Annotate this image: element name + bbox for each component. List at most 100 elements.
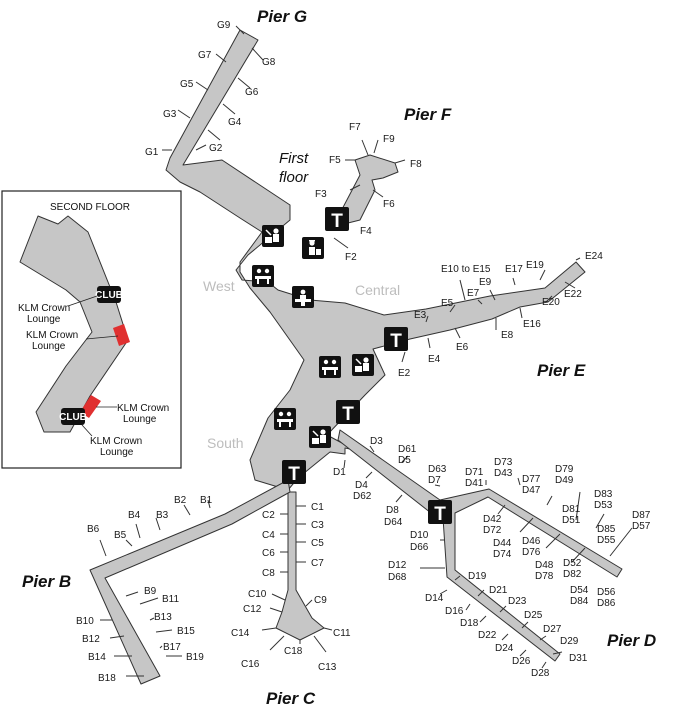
first-floor-label: First floor <box>279 150 309 186</box>
gate-labels-f: F7 F9 F5 F8 F3 F6 F4 F2 <box>315 122 422 263</box>
gate-label: D42 <box>483 514 502 525</box>
club-badge: CLUB <box>95 286 123 303</box>
gate-label: D84 <box>570 596 589 607</box>
gate-label: D61 <box>398 444 417 455</box>
gate-labels-g: G9 G8 G7 G6 G5 G4 G3 G2 G1 <box>145 20 276 158</box>
gate-label: C16 <box>241 659 260 670</box>
gate-label: E8 <box>501 330 514 341</box>
lounge-line: KLM Crown <box>117 403 169 414</box>
gate-label: C14 <box>231 628 250 639</box>
lounge-line: KLM Crown <box>90 436 142 447</box>
gate-label: B18 <box>98 673 116 684</box>
gate-label: C10 <box>248 589 267 600</box>
gate-label: E4 <box>428 354 441 365</box>
lounge-line: Lounge <box>123 414 157 425</box>
terminal-building <box>165 29 586 491</box>
gate-label: C2 <box>262 510 275 521</box>
customs-desk-icon <box>292 286 314 308</box>
gate-label: E16 <box>523 319 541 330</box>
gate-label: D12 <box>388 560 407 571</box>
gate-label: D26 <box>512 656 531 667</box>
gate-label: E10 to E15 <box>441 264 491 275</box>
gate-label: D83 <box>594 489 613 500</box>
gate-label: E9 <box>479 277 492 288</box>
passport-control-icon <box>352 354 374 376</box>
gate-label: D23 <box>508 596 527 607</box>
inset-title: SECOND FLOOR <box>50 202 130 213</box>
transfer-symbol-south: T <box>336 400 360 425</box>
gate-label: G8 <box>262 57 276 68</box>
gate-label: D21 <box>489 585 508 596</box>
lounge-line: KLM Crown <box>18 303 70 314</box>
gate-label: B12 <box>82 634 100 645</box>
gate-label: D44 <box>493 538 512 549</box>
gate-label: B11 <box>162 594 179 605</box>
gate-labels-c: C1 C2 C3 C4 C5 C6 C7 C8 C10 C9 C12 C14 C… <box>231 502 351 673</box>
gate-label: B1 <box>200 495 213 506</box>
zone-west-label: West <box>203 278 235 294</box>
gate-label: D79 <box>555 464 574 475</box>
gate-label: D76 <box>522 547 541 558</box>
desk-service-icon <box>319 356 341 378</box>
gate-label: G3 <box>163 109 177 120</box>
gate-label: F2 <box>345 252 357 263</box>
lounge-line: KLM Crown <box>26 330 78 341</box>
transfer-symbol-d: T <box>428 500 452 525</box>
gate-label: G2 <box>209 143 223 154</box>
gate-label: G1 <box>145 147 159 158</box>
pier-g-shape <box>165 29 586 491</box>
gate-label: D46 <box>522 536 541 547</box>
gate-label: F9 <box>383 134 395 145</box>
gate-label: B9 <box>144 586 157 597</box>
gate-label: D57 <box>632 521 651 532</box>
gate-label: C18 <box>284 646 303 657</box>
gate-label: E2 <box>398 368 411 379</box>
gate-label: C1 <box>311 502 324 513</box>
gate-label: D7 <box>428 475 441 486</box>
gate-label: D85 <box>597 524 616 535</box>
lounge-label: KLM Crown Lounge <box>90 436 142 458</box>
gate-label: D29 <box>560 636 579 647</box>
gate-label: E24 <box>585 251 603 262</box>
gate-label: C13 <box>318 662 337 673</box>
gate-label: G7 <box>198 50 212 61</box>
gate-label: D63 <box>428 464 447 475</box>
gate-label: D81 <box>562 504 581 515</box>
zone-labels: West Central South <box>203 278 400 451</box>
security-officer-icon <box>302 237 324 259</box>
pier-f-label: Pier F <box>404 105 452 124</box>
club-badge-label: CLUB <box>59 412 87 423</box>
passport-control-icon <box>262 225 284 247</box>
gate-label: D66 <box>410 542 429 553</box>
gate-label: D48 <box>535 560 554 571</box>
gate-label: D77 <box>522 474 541 485</box>
gate-label: D56 <box>597 587 616 598</box>
gate-label: D10 <box>410 530 429 541</box>
gate-label: G4 <box>228 117 242 128</box>
transfer-symbol-f: T <box>325 207 349 232</box>
lounge-line: Lounge <box>100 447 134 458</box>
gate-ticks <box>99 25 633 677</box>
gate-label: C9 <box>314 595 327 606</box>
pier-g-label: Pier G <box>257 7 307 26</box>
pier-labels: Pier G Pier F Pier E Pier D Pier C Pier … <box>22 7 656 708</box>
gate-label: C6 <box>262 548 275 559</box>
transfer-symbol-c: T <box>282 460 306 485</box>
gate-label: G6 <box>245 87 259 98</box>
desk-service-icon <box>252 265 274 287</box>
gate-labels-e: E10 to E15 E17 E19 E24 E9 E7 E22 E20 E5 … <box>398 251 603 379</box>
gate-label: D68 <box>388 572 407 583</box>
gate-label: D54 <box>570 585 589 596</box>
gate-label: B5 <box>114 530 127 541</box>
gate-label: D82 <box>563 569 582 580</box>
zone-central-label: Central <box>355 282 400 298</box>
gate-label: E20 <box>542 297 560 308</box>
gate-label: B13 <box>154 612 172 623</box>
gate-label: B19 <box>186 652 204 663</box>
gate-label: D5 <box>398 455 411 466</box>
gate-label: F7 <box>349 122 361 133</box>
gate-label: E3 <box>414 310 427 321</box>
gate-label: D53 <box>594 500 613 511</box>
gate-label: D41 <box>465 478 484 489</box>
